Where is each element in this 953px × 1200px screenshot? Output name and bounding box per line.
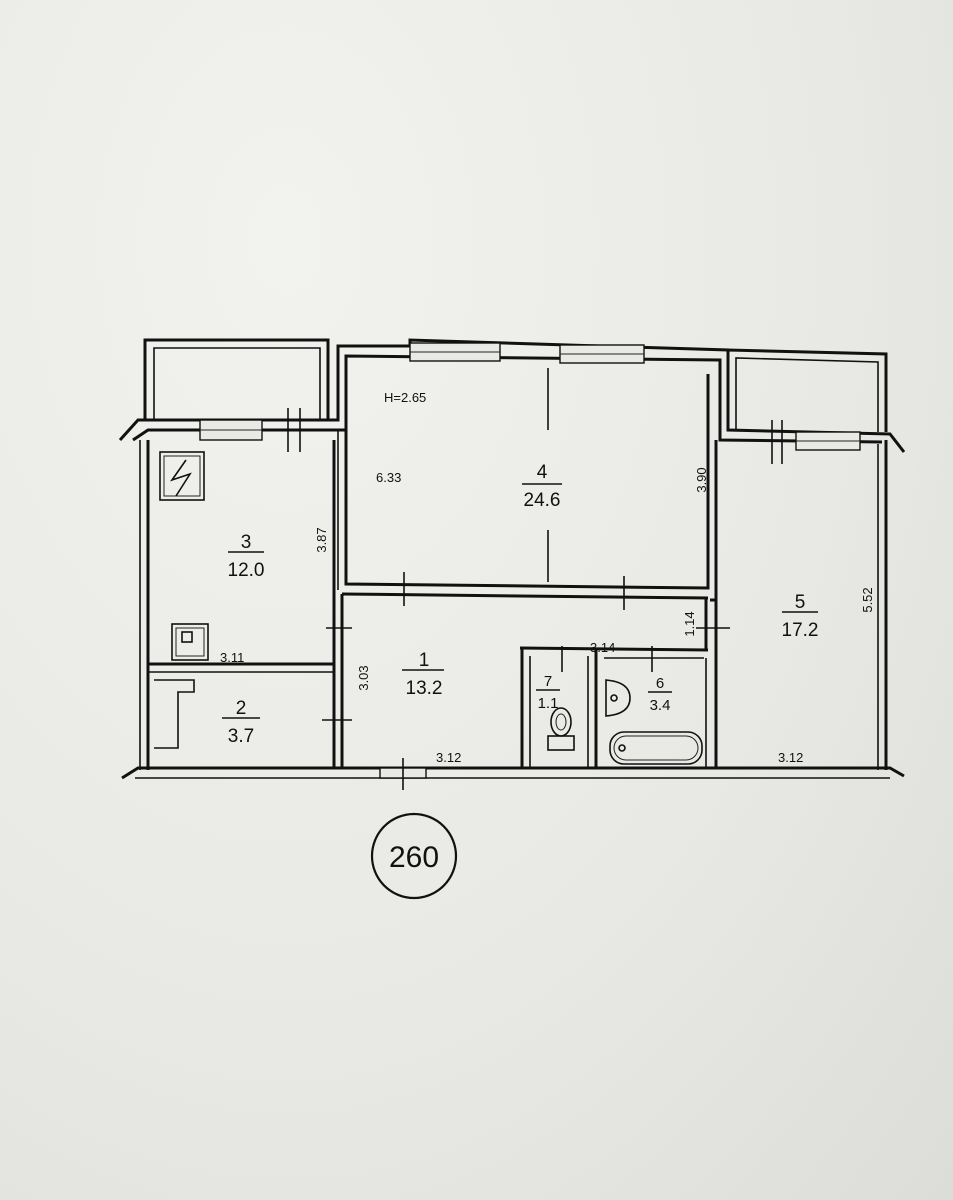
room-1-number: 1 — [419, 650, 430, 671]
kitchen-panel-icon — [159, 451, 205, 501]
room-4-number: 4 — [537, 462, 548, 483]
room-5-number: 5 — [795, 592, 806, 613]
apartment-number: 260 — [389, 841, 439, 874]
room-6-number: 6 — [656, 675, 664, 692]
dim-room3-height: 3.87 — [314, 527, 329, 552]
room-2-number: 2 — [236, 698, 247, 719]
room-3-area: 12.0 — [228, 560, 265, 581]
sink-icon — [605, 679, 631, 717]
room-7-number: 7 — [544, 673, 552, 690]
right-balcony — [726, 348, 888, 432]
dim-room3-width: 3.11 — [220, 650, 244, 665]
bathtub-icon — [609, 731, 703, 765]
room-6-area: 3.4 — [650, 697, 671, 714]
windows — [199, 342, 861, 779]
stove-icon — [171, 623, 209, 661]
dim-room5-width: 3.12 — [778, 750, 803, 765]
toilet-icon — [547, 707, 575, 751]
interior-walls — [148, 360, 718, 768]
left-balcony — [143, 338, 330, 420]
room-1-area: 13.2 — [406, 678, 443, 699]
dim-room5-height: 5.52 — [860, 587, 875, 612]
ceiling-height-label: H=2.65 — [384, 390, 426, 405]
room-5-area: 17.2 — [782, 620, 819, 641]
apartment-number-stamp: 260 — [370, 812, 458, 900]
room-3-number: 3 — [241, 532, 252, 553]
room-7-area: 1.1 — [538, 695, 559, 712]
room-2-area: 3.7 — [228, 726, 254, 747]
room-4-area: 24.6 — [524, 490, 561, 511]
dim-room4-length: 6.33 — [376, 470, 401, 485]
dim-room4-width: 3.90 — [694, 467, 709, 492]
door-marks — [287, 408, 783, 790]
closet-shelf-icon — [154, 679, 195, 749]
room-fraction-lines — [222, 483, 818, 719]
dim-room1-width: 3.12 — [436, 750, 461, 765]
dim-room1-height: 3.03 — [356, 665, 371, 690]
dim-corridor-width: 3.14 — [590, 640, 615, 655]
dim-corridor-height: 1.14 — [682, 611, 697, 636]
